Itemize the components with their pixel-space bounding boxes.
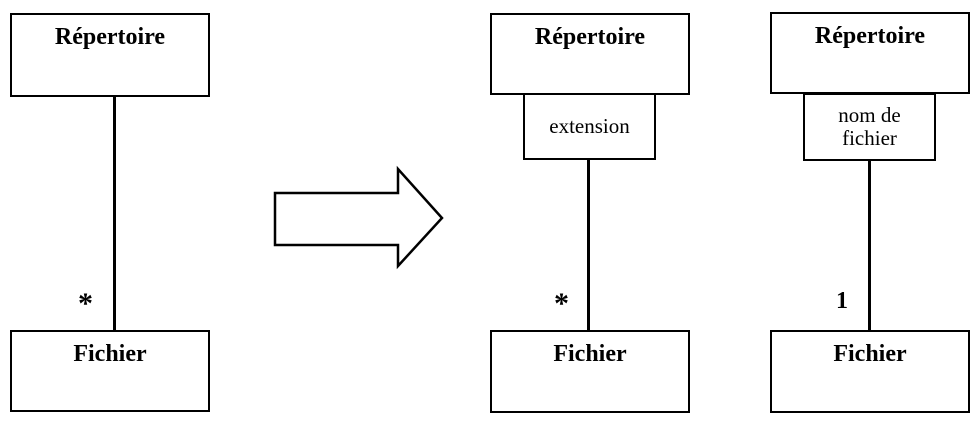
class-name: Fichier — [553, 341, 627, 367]
association-line — [113, 95, 116, 330]
multiplicity-label: * — [554, 287, 569, 320]
class-box-fichier: Fichier — [10, 330, 210, 412]
class-name: Fichier — [73, 341, 147, 367]
qualifier-label: nom de fichier — [838, 103, 901, 150]
class-name: Répertoire — [54, 24, 166, 50]
class-box-repertoire: Répertoire — [10, 13, 210, 97]
class-name: Répertoire — [534, 24, 646, 50]
class-box-repertoire: Répertoire — [490, 13, 690, 95]
association-line — [587, 159, 590, 331]
transform-arrow-icon — [273, 165, 444, 270]
association-line — [868, 160, 871, 331]
qualifier-label: extension — [549, 114, 630, 138]
multiplicity-label: 1 — [836, 288, 848, 314]
qualifier-box-nom-de-fichier: nom de fichier — [803, 93, 936, 161]
multiplicity-label: * — [78, 287, 93, 320]
qualifier-box-extension: extension — [523, 93, 656, 160]
class-name: Fichier — [833, 341, 907, 367]
class-name: Répertoire — [814, 23, 926, 49]
class-box-fichier: Fichier — [770, 330, 970, 413]
class-box-repertoire: Répertoire — [770, 12, 970, 94]
class-box-fichier: Fichier — [490, 330, 690, 413]
